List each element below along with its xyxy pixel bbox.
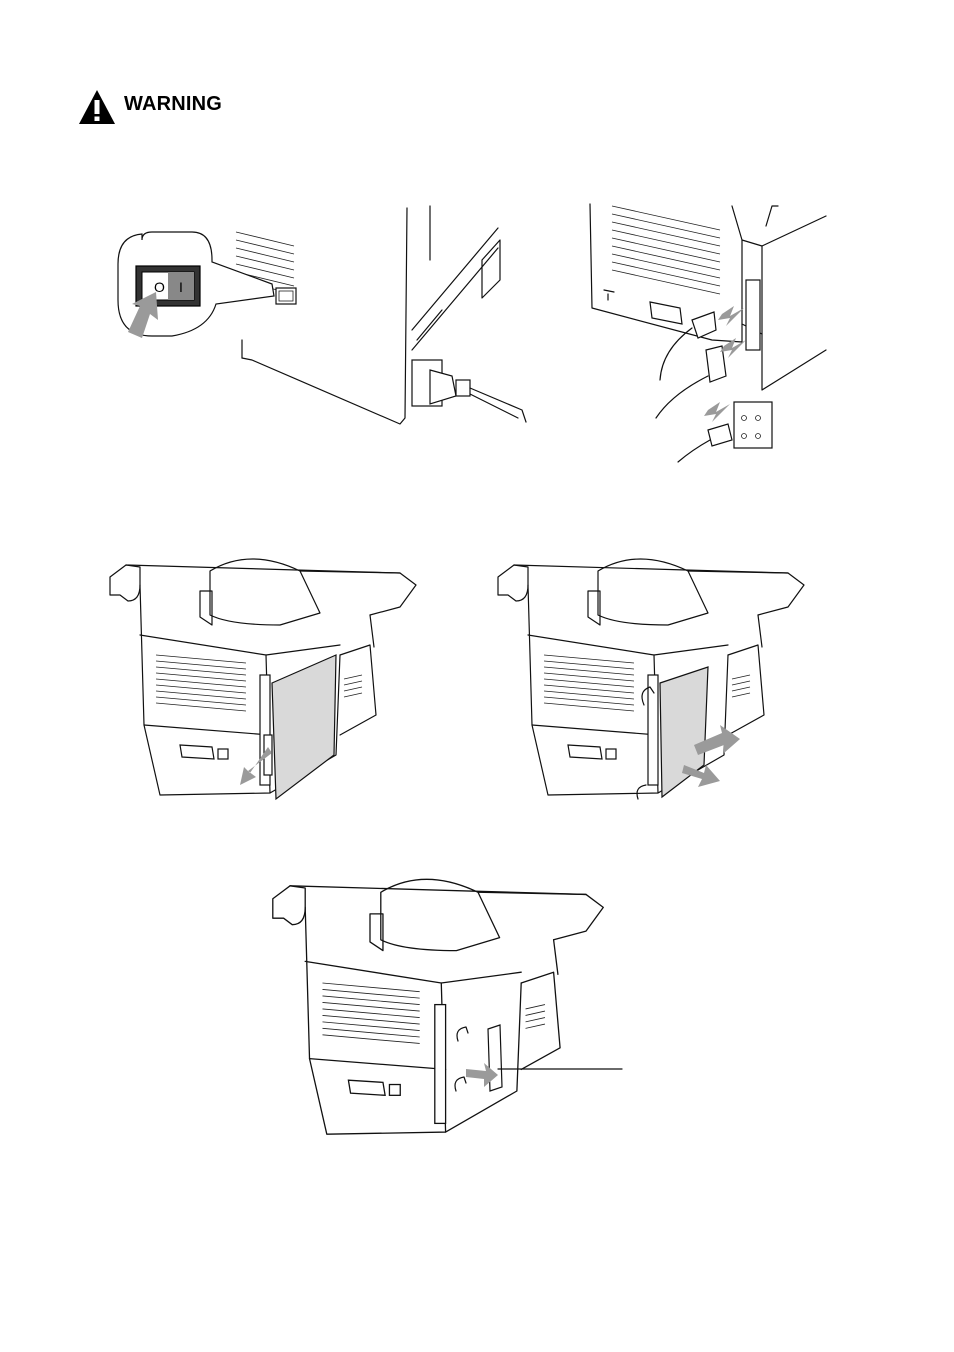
remove-side-cover-figure: [488, 555, 828, 815]
screw-rotate-icon: [455, 1077, 466, 1091]
side-cover: [272, 655, 336, 799]
wall-outlet: [734, 402, 772, 448]
warning-triangle-icon: [78, 88, 116, 126]
side-cover-screw-figure: [100, 555, 430, 805]
unplug-arrow-icon: [704, 402, 730, 422]
warning-header: WARNING: [78, 88, 222, 126]
interface-cover-figure: [262, 865, 642, 1155]
rear-vent: [612, 206, 720, 294]
screw-rotate-icon: [457, 1027, 468, 1041]
unplug-cables-figure: [582, 200, 842, 470]
screw-rotate-icon: [637, 785, 646, 799]
warning-label: WARNING: [124, 93, 222, 116]
power-switch-figure: O I: [112, 200, 532, 430]
unplug-arrow-icon: [718, 306, 744, 326]
switch-on-label: I: [179, 279, 183, 295]
